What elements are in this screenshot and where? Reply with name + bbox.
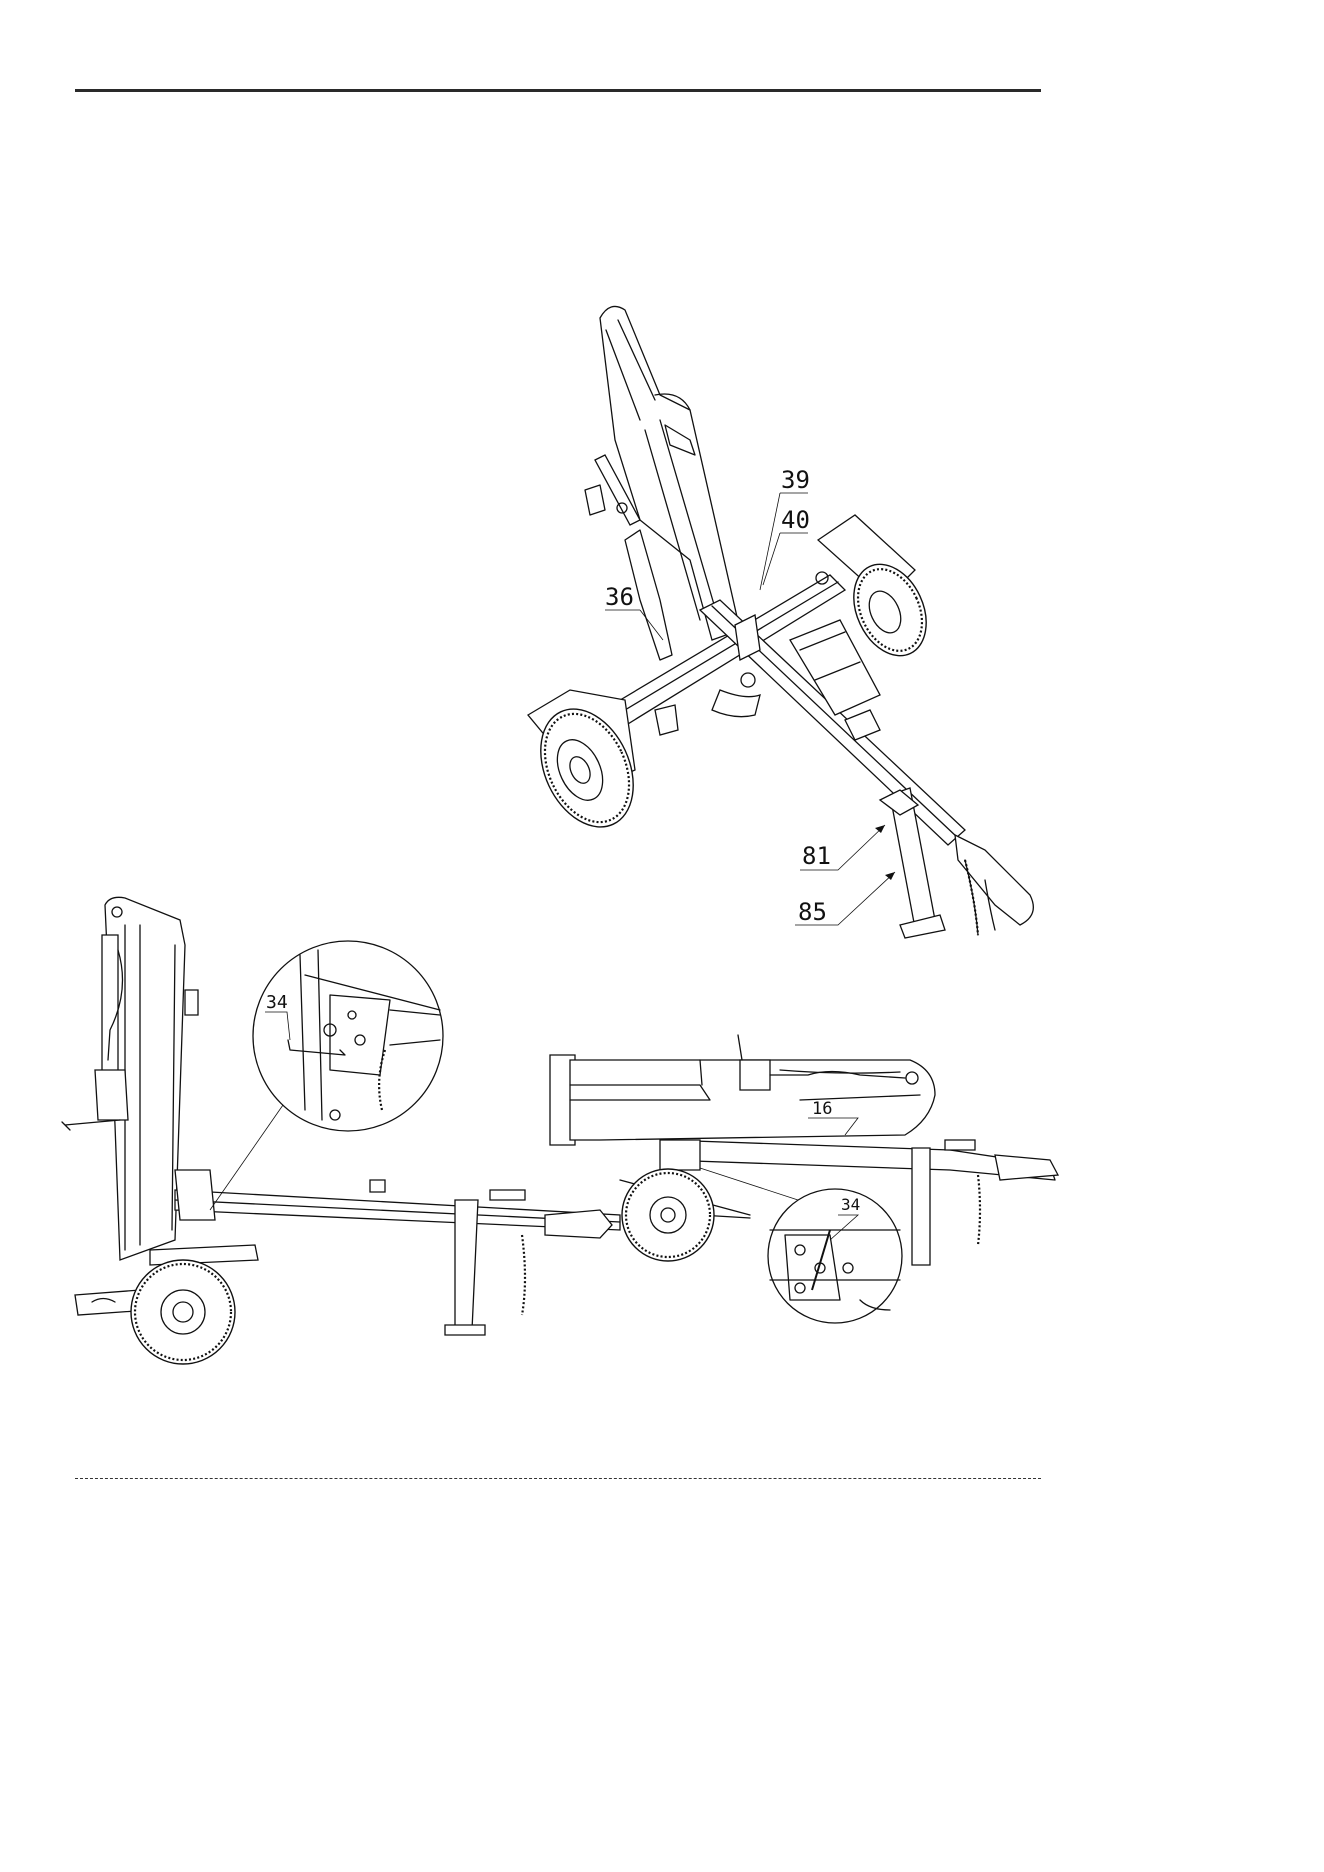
side-right-wheel bbox=[622, 1169, 714, 1261]
detail-circle-left bbox=[210, 941, 443, 1210]
callout-40: 40 bbox=[781, 506, 810, 534]
callout-39: 39 bbox=[781, 466, 810, 494]
callout-16: 16 bbox=[812, 1099, 832, 1119]
callout-34-left: 34 bbox=[266, 992, 288, 1013]
callout-36: 36 bbox=[605, 583, 634, 611]
side-left-wheel bbox=[131, 1260, 235, 1364]
callout-34-right: 34 bbox=[841, 1195, 860, 1214]
callout-81: 81 bbox=[802, 842, 831, 870]
callout-85: 85 bbox=[798, 898, 827, 926]
detail-circle-right bbox=[700, 1168, 902, 1323]
assembly-drawing: 39 40 36 81 85 bbox=[0, 0, 1100, 1555]
isometric-view bbox=[523, 306, 1034, 938]
